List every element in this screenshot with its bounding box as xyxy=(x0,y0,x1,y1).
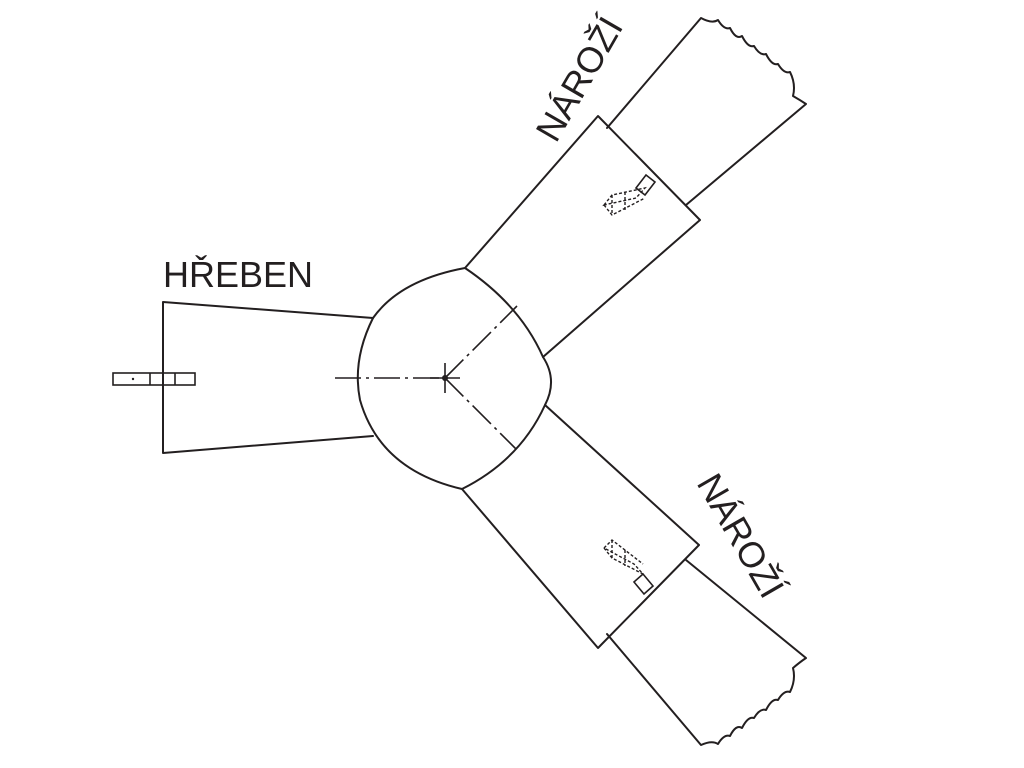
hip-label-lower: NÁROŽÍ xyxy=(689,467,793,605)
upper-hip-adjoining-tile xyxy=(606,17,807,206)
ridge-clip xyxy=(112,372,196,386)
upper-hip-tile-outline xyxy=(464,115,701,358)
upper-hip-axis xyxy=(444,305,518,379)
lower-hip-clip xyxy=(603,539,655,596)
lower-hip-axis xyxy=(444,377,517,450)
lower-hip-tiles xyxy=(461,404,807,746)
upper-hip-tiles xyxy=(464,17,807,358)
junction-center xyxy=(442,375,448,381)
hip-label-upper: NÁROŽÍ xyxy=(527,10,631,148)
lower-hip-adjoining-tile xyxy=(606,559,807,746)
upper-hip-clip xyxy=(602,173,657,216)
lower-hip-tile-outline xyxy=(461,404,700,649)
ridge-tile-outline xyxy=(162,301,374,454)
junction-piece-outline xyxy=(356,267,552,490)
center-axes xyxy=(335,305,518,450)
ridge-label: HŘEBEN xyxy=(163,254,313,295)
ridge-tile xyxy=(112,301,374,454)
